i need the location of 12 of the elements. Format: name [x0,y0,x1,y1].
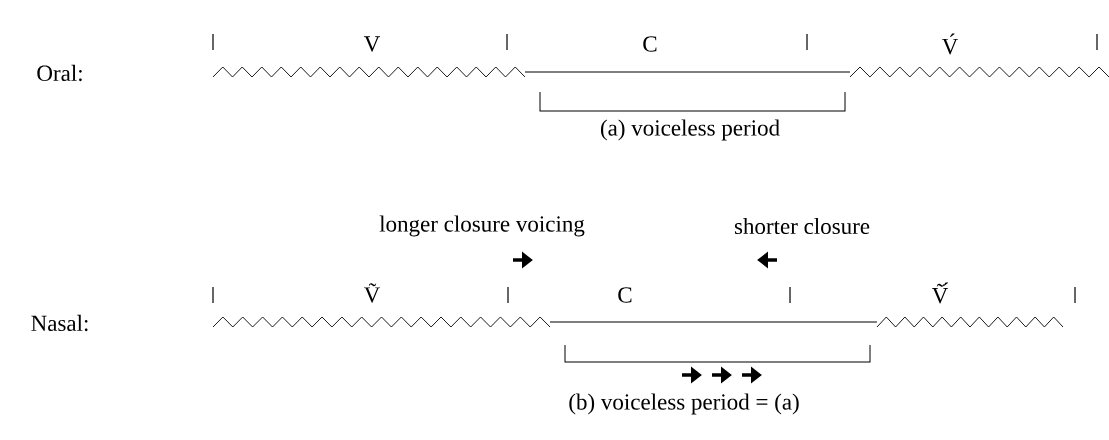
row-label: Nasal: [31,314,88,332]
period-label: (b) voiceless period = (a) [569,393,799,415]
segment-label: Ṽ [363,283,381,303]
segment-label: Ṽ́ [931,282,949,304]
segment-label: V́ [941,33,959,55]
period-label: (a) voiceless period [600,119,780,141]
annotation-text: shorter closure [734,217,870,235]
segment-label: V [363,36,381,52]
segment-label: C [618,287,632,303]
segment-label: C [643,36,657,52]
annotation-text: longer closure voicing [379,215,585,237]
row-label: Oral: [37,64,82,82]
